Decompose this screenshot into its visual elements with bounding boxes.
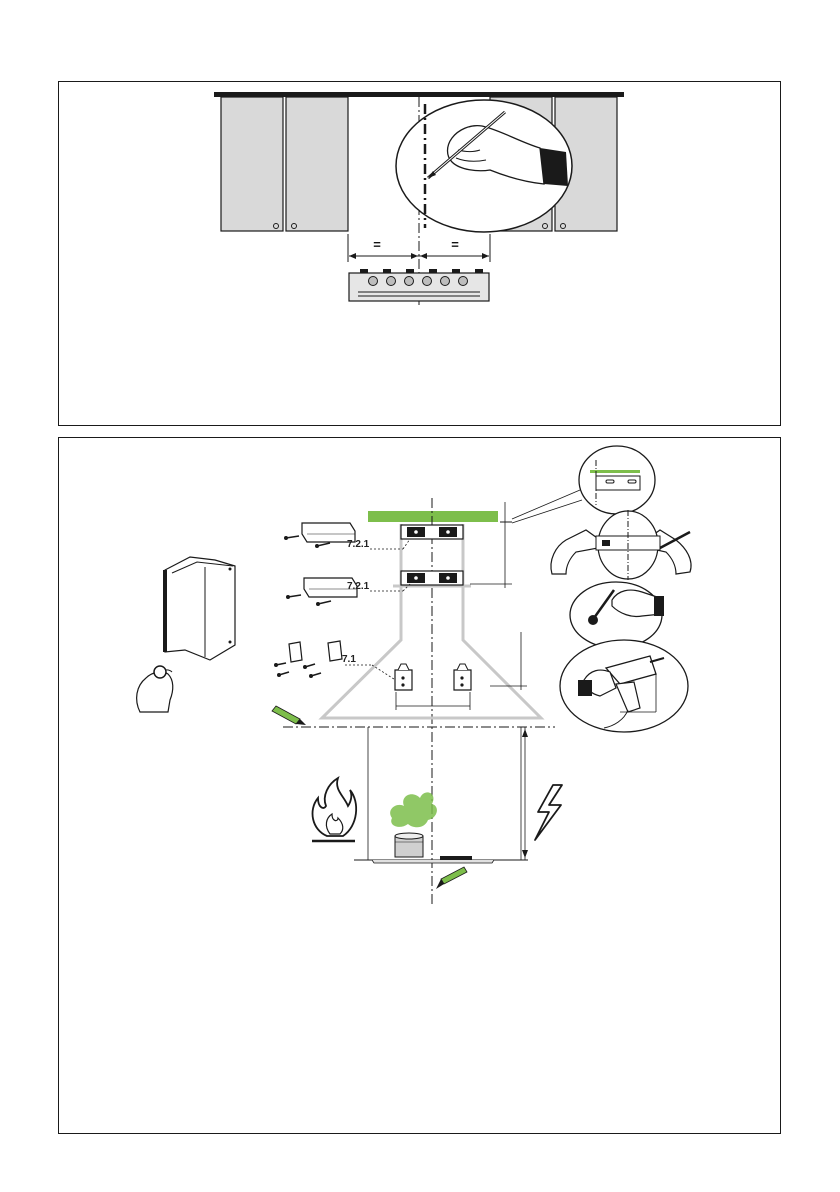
cooking-pot-icon [390,792,437,857]
upper-bracket-1 [401,525,463,539]
mounted-hook-left [395,664,412,690]
equal-mark-right: = [451,237,459,252]
mounted-hook-right [454,664,471,690]
ceiling-bar [368,511,498,522]
loose-hooks-7-1 [274,641,342,678]
cooktop [349,269,489,301]
pencil-icon [272,706,306,725]
drill-icon [560,640,688,732]
callout-7-2-1-lower: 7.2.1 [347,581,370,592]
chimney-cover-icon [137,557,235,712]
callout-7-2-1-upper: 7.2.1 [347,539,370,550]
pencil-hand-icon [396,100,572,232]
loose-bracket-7-2-1-a [284,523,355,548]
detail-marking-hands [551,510,691,580]
flame-warning-icon [312,778,356,841]
upper-bracket-2 [401,571,463,585]
pencil-icon-bottom [436,867,467,889]
callout-7-1: 7.1 [342,654,356,665]
equal-mark-left: = [373,237,381,252]
electric-warning-icon [535,785,562,840]
left-wall-cabinets [221,97,348,231]
ceiling-line [214,92,624,97]
detail-mark-point [570,582,664,648]
top-figure: = = [214,92,624,305]
bottom-figure: 7.2.1 7.2.1 7.1 [137,446,691,905]
